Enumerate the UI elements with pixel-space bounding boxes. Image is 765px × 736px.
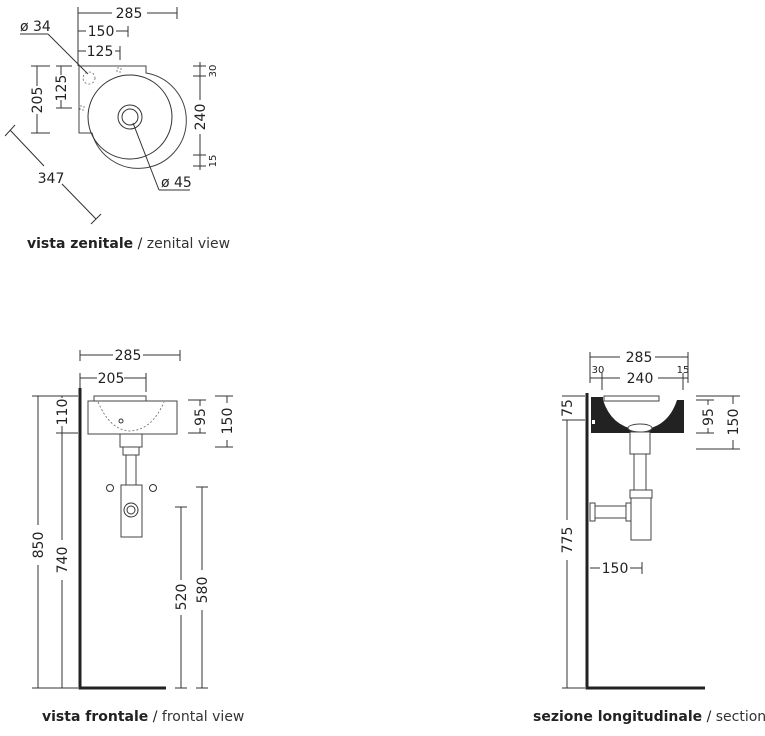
basin-bowl-section bbox=[603, 400, 684, 433]
dim-285: 285 bbox=[115, 348, 142, 364]
dim-285: 285 bbox=[116, 6, 143, 22]
caption-it: vista zenitale bbox=[27, 236, 134, 252]
caption-sep: / bbox=[148, 709, 162, 725]
dim-30: 30 bbox=[592, 365, 605, 376]
dim-150: 150 bbox=[88, 24, 115, 40]
siphon bbox=[630, 497, 652, 541]
caption-sep: / bbox=[133, 236, 147, 252]
caption-frontal: vista frontale / frontal view bbox=[42, 709, 244, 725]
dim-75: 75 bbox=[560, 399, 576, 417]
caption-zenital: vista zenitale / zenital view bbox=[27, 236, 230, 252]
dim-drain-diameter: ø 45 bbox=[161, 175, 192, 191]
zenital-view: 285 150 125 ø 34 205 125 30 240 15 347 ø… bbox=[4, 6, 219, 225]
dim-240: 240 bbox=[193, 104, 209, 131]
basin-wall-section bbox=[591, 397, 603, 433]
basin-rim bbox=[93, 395, 147, 402]
dim-740: 740 bbox=[55, 547, 71, 574]
dim-125: 125 bbox=[87, 44, 114, 60]
waste-pipe bbox=[593, 505, 631, 519]
dim-trap-150: 150 bbox=[602, 561, 629, 577]
basin-top-outline bbox=[78, 65, 187, 169]
dim-30: 30 bbox=[208, 65, 219, 78]
drain-body bbox=[629, 431, 651, 455]
dim-hole-diameter: ø 34 bbox=[20, 19, 51, 35]
dim-240: 240 bbox=[627, 371, 654, 387]
dim-95: 95 bbox=[193, 408, 209, 426]
drain-cap bbox=[627, 423, 653, 433]
drain-pipe bbox=[633, 453, 647, 491]
drain-outer bbox=[117, 104, 143, 130]
basin-rim bbox=[603, 395, 660, 402]
wall-and-floor bbox=[585, 393, 705, 690]
dim-580: 580 bbox=[195, 577, 211, 604]
tap-hole-dashed bbox=[82, 71, 96, 85]
basin-body bbox=[87, 400, 178, 435]
caption-en: zenital view bbox=[146, 236, 231, 252]
dim-205: 205 bbox=[98, 371, 125, 387]
dim-850: 850 bbox=[31, 532, 47, 559]
wall-and-floor bbox=[78, 388, 166, 690]
caption-it: vista frontale bbox=[42, 709, 149, 725]
fixing-bolt bbox=[149, 484, 157, 492]
fixing-bolt bbox=[106, 484, 114, 492]
dim-347: 347 bbox=[38, 171, 65, 187]
frontal-view: 285 205 850 110 740 95 150 580 520 bbox=[31, 348, 236, 690]
bowl-hidden-line bbox=[97, 401, 165, 432]
dim-125-vertical: 125 bbox=[54, 75, 70, 102]
dim-15: 15 bbox=[677, 365, 690, 376]
dim-205: 205 bbox=[30, 87, 46, 114]
drain-inner bbox=[121, 108, 139, 126]
dim-95: 95 bbox=[701, 408, 717, 426]
drain-body bbox=[119, 433, 143, 448]
bowl-inner bbox=[87, 74, 173, 160]
dim-110: 110 bbox=[55, 399, 71, 426]
siphon bbox=[120, 484, 143, 538]
caption-it: sezione longitudinale bbox=[533, 709, 703, 725]
dim-520: 520 bbox=[174, 584, 190, 611]
dim-150: 150 bbox=[726, 409, 742, 436]
dim-15: 15 bbox=[208, 155, 219, 168]
fixing-mark bbox=[116, 67, 122, 73]
drain-pipe bbox=[125, 454, 137, 486]
caption-en: frontal view bbox=[161, 709, 245, 725]
dim-775: 775 bbox=[560, 527, 576, 554]
section-view: 285 30 240 15 75 775 95 150 150 bbox=[560, 350, 742, 690]
caption-section: sezione longitudinale / section bbox=[533, 709, 765, 725]
caption-sep: / bbox=[702, 709, 716, 725]
fixing-mark bbox=[79, 105, 85, 111]
dim-285: 285 bbox=[626, 350, 653, 366]
dim-150: 150 bbox=[220, 408, 236, 435]
caption-en: section bbox=[715, 709, 765, 725]
